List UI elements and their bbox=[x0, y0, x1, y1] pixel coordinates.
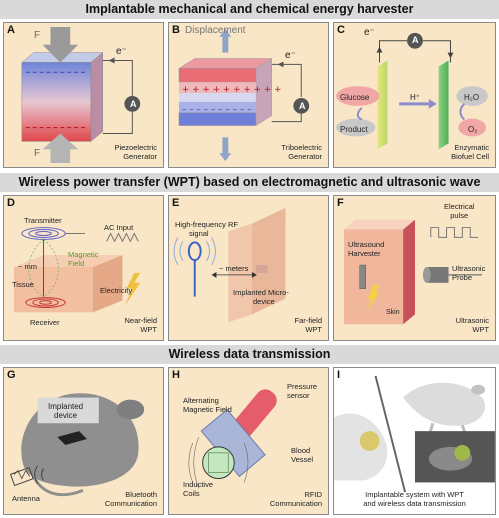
glucose-label: Glucose bbox=[340, 93, 370, 102]
displacement-label: Displacement bbox=[185, 25, 246, 36]
triboelectric-diagram: + + + + + + + + + + – – – – – – – – – – bbox=[178, 28, 310, 162]
ammeter-label: A bbox=[299, 101, 306, 111]
antenna-label: Antenna bbox=[12, 494, 40, 503]
ammeter-label: A bbox=[412, 35, 419, 45]
panel-d-letter: D bbox=[7, 197, 15, 209]
proton-label: H⁺ bbox=[410, 93, 420, 102]
panel-a-letter: A bbox=[7, 24, 15, 36]
far-field-diagram bbox=[173, 207, 286, 323]
distance-label: ~ meters bbox=[219, 264, 249, 273]
piezoelectric-diagram bbox=[21, 26, 141, 164]
ac-input-label: AC Input bbox=[104, 223, 134, 232]
oxygen-label: O₂ bbox=[468, 125, 478, 134]
distance-label: ~ mm bbox=[18, 262, 37, 271]
bluetooth-diagram bbox=[9, 393, 145, 497]
ammeter-label: A bbox=[130, 99, 137, 109]
electricity-label: Electricity bbox=[100, 286, 133, 295]
skin-label: Skin bbox=[386, 309, 400, 316]
section-title-data-transmission: Wireless data transmission bbox=[0, 345, 499, 364]
force-bottom-label: F bbox=[34, 148, 41, 159]
combined-system-diagram bbox=[334, 368, 495, 514]
receiver-label: Receiver bbox=[30, 318, 60, 327]
section-title-energy-harvester: Implantable mechanical and chemical ener… bbox=[0, 0, 499, 19]
panel-f-letter: F bbox=[337, 197, 344, 209]
transmitter-label: Transmitter bbox=[24, 216, 62, 225]
svg-text:– – – – – – – – – –: – – – – – – – – – – bbox=[182, 105, 252, 115]
near-field-diagram bbox=[13, 227, 141, 313]
panel-g-letter: G bbox=[7, 369, 16, 381]
force-top-label: F bbox=[34, 30, 41, 41]
section-title-wpt: Wireless power transfer (WPT) based on e… bbox=[0, 173, 499, 192]
implant-label: Implanted Micro-device bbox=[233, 288, 289, 306]
rfid-diagram bbox=[188, 389, 277, 489]
product-label: Product bbox=[340, 125, 368, 134]
panel-b-letter: B bbox=[172, 24, 180, 36]
panel-h-letter: H bbox=[172, 369, 180, 381]
ultrasonic-diagram bbox=[343, 219, 483, 325]
biofuel-cell-diagram bbox=[336, 32, 488, 150]
panel-c-biofuel-cell: C e⁻ A Glucose Product H⁺ H₂O O₂ Enzymat… bbox=[333, 22, 496, 168]
electron-label: e⁻ bbox=[364, 27, 375, 38]
tissue-label: Tissue bbox=[12, 280, 34, 289]
panel-b-triboelectric: + + + + + + + + + + – – – – – – – – – – … bbox=[168, 22, 329, 168]
svg-text:+ + + + + + + + + +: + + + + + + + + + + bbox=[182, 85, 282, 95]
panel-i-letter: I bbox=[337, 369, 341, 381]
electron-label: e⁻ bbox=[116, 46, 127, 57]
panel-e-letter: E bbox=[172, 197, 180, 209]
water-label: H₂O bbox=[464, 93, 480, 102]
electron-label: e⁻ bbox=[285, 50, 296, 61]
panel-c-letter: C bbox=[337, 24, 345, 36]
